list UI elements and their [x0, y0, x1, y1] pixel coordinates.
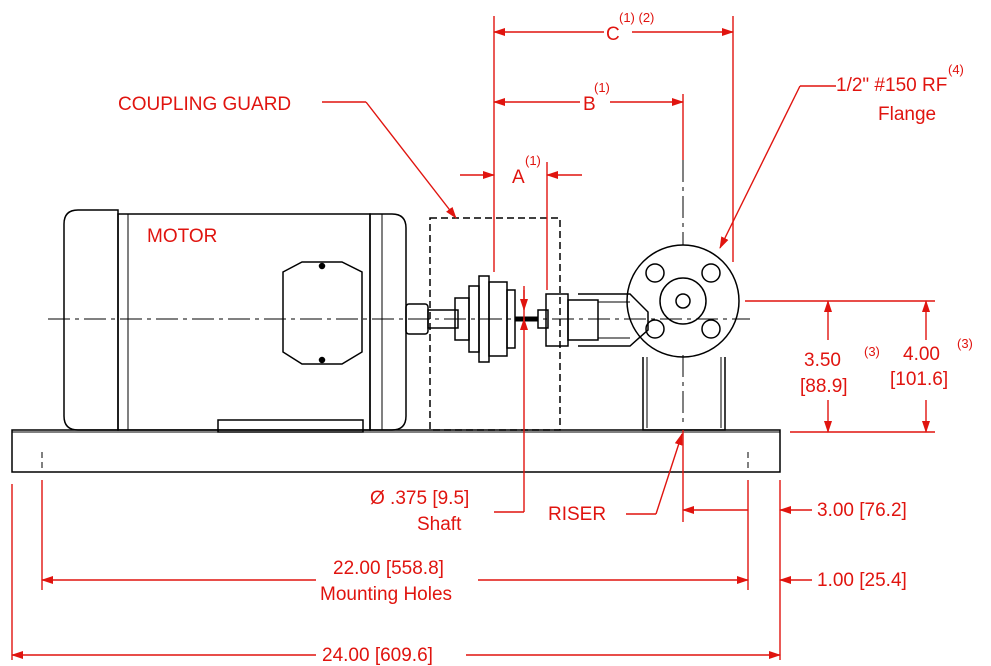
shaft-leader	[494, 286, 528, 513]
dim-400-mm: [101.6]	[890, 369, 948, 390]
shaft-diameter-label: Ø .375 [9.5]	[370, 488, 469, 509]
dim-400-label: 4.00	[903, 344, 940, 365]
motor	[63, 209, 459, 433]
dim-a-sup: (1)	[525, 153, 541, 168]
annotations	[11, 16, 935, 660]
flange-leader	[719, 85, 836, 249]
dim-c-label: C	[606, 24, 620, 45]
riser	[642, 357, 726, 431]
flange-label-line1: 1/2" #150 RF	[836, 75, 947, 96]
dim-2400-label: 24.00 [609.6]	[322, 645, 433, 666]
riser-label: RISER	[548, 504, 606, 525]
flange-label-sup: (4)	[948, 62, 964, 77]
riser-leader	[626, 433, 683, 515]
centerlines	[48, 160, 750, 425]
flange-label-line2: Flange	[878, 104, 936, 125]
coupling-guard-label: COUPLING GUARD	[118, 94, 291, 115]
mounting-holes-label: Mounting Holes	[320, 584, 452, 605]
dim-c-sup: (1) (2)	[619, 10, 654, 25]
dim-350-sup: (3)	[864, 344, 880, 359]
motor-label: MOTOR	[147, 226, 217, 247]
flange	[626, 244, 740, 358]
dim-b-sup: (1)	[594, 80, 610, 95]
dim-350-label: 3.50	[804, 350, 841, 371]
dim-a-label: A	[512, 167, 525, 188]
dim-300-label: 3.00 [76.2]	[817, 500, 907, 521]
label-text: COUPLING GUARD MOTOR 1/2" #150 RF (4) Fl…	[118, 10, 973, 666]
shaft-label: Shaft	[417, 514, 462, 535]
coupling-guard-leader	[322, 101, 457, 219]
dim-b-label: B	[583, 94, 596, 115]
pump	[545, 293, 649, 347]
dim-350-mm: [88.9]	[800, 376, 848, 397]
mechanical-drawing	[11, 160, 781, 473]
dim-2200-label: 22.00 [558.8]	[333, 558, 444, 579]
dim-400-sup: (3)	[957, 336, 973, 351]
coupling-guard	[429, 217, 561, 431]
base-plate	[11, 429, 781, 473]
dim-100-label: 1.00 [25.4]	[817, 570, 907, 591]
